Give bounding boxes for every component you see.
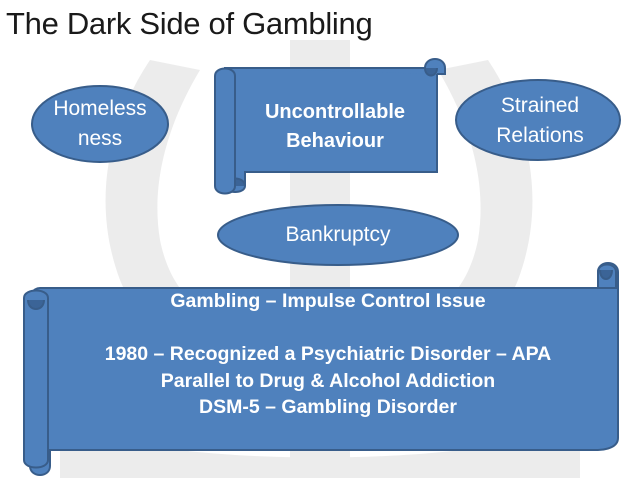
bankruptcy-ellipse (217, 204, 459, 266)
uncontrollable-line-1: Uncontrollable (264, 101, 405, 123)
homelessness-text: Homeless ness (40, 88, 160, 160)
uncontrollable-scroll (214, 58, 446, 195)
disorder-scroll (23, 262, 619, 476)
strained-line-1: Strained (500, 94, 580, 117)
disorder-scroll-text: Gambling – Impulse Control Issue 1980 – … (48, 288, 608, 421)
strained-relations-text: Strained Relations (470, 88, 610, 154)
uncontrollable-line-2: Behaviour (286, 130, 384, 152)
scroll-line-4: Parallel to Drug & Alcohol Addiction (160, 369, 496, 392)
homelessness-ellipse (31, 85, 169, 163)
slide-title: The Dark Side of Gambling (6, 6, 373, 41)
strained-relations-ellipse (455, 79, 621, 161)
scroll-line-5: DSM-5 – Gambling Disorder (199, 396, 457, 418)
scroll-line-2 (48, 315, 608, 342)
uncontrollable-text: Uncontrollable Behaviour (240, 92, 430, 162)
strained-line-2: Relations (496, 124, 584, 147)
homelessness-line-2: ness (77, 127, 123, 150)
scroll-line-3: 1980 – Recognized a Psychiatric Disorder… (104, 343, 552, 365)
homelessness-line-1: Homeless (53, 97, 147, 120)
bankruptcy-text: Bankruptcy (285, 223, 391, 246)
scroll-line-1: Gambling – Impulse Control Issue (170, 290, 486, 312)
